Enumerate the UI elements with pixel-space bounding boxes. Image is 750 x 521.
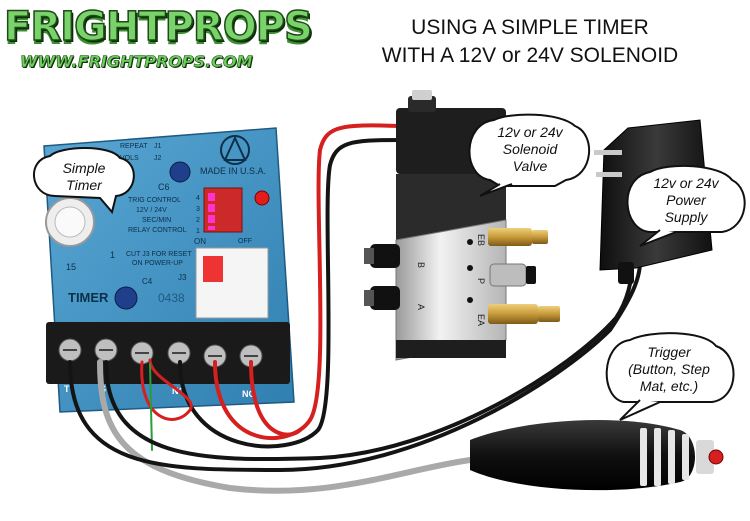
terminal-screws: [58, 338, 263, 368]
capacitor-c4: [114, 286, 138, 310]
valve-label-ea: EA: [476, 314, 486, 326]
trigger-red-button: [708, 449, 724, 465]
muffler-eb: [488, 228, 532, 246]
wire-black-valve: [178, 138, 402, 449]
title-line-2: WITH A 12V or 24V SOLENOID: [381, 44, 679, 67]
plug-prong-1: [594, 150, 622, 155]
label-code: 0438: [158, 291, 185, 305]
terminal-label-nc: NC: [242, 389, 255, 399]
label-dip-2: 2: [196, 217, 200, 224]
callout-timer-text: Simple Timer: [46, 160, 122, 194]
valve-label-b: B: [416, 262, 426, 268]
callout-timer-line-2: Timer: [66, 177, 102, 193]
fitting-a: [370, 286, 400, 310]
fitting-p: [489, 263, 527, 287]
relay-label: [203, 256, 223, 282]
label-cut-j3-1: CUT J3 FOR RESET: [126, 251, 192, 258]
callout-trigger-line-1: Trigger: [647, 344, 691, 360]
trigger-body: [470, 419, 695, 491]
wire-red-power: [249, 360, 302, 437]
label-trig-control: TRIG CONTROL: [128, 197, 181, 204]
label-dip-3: 3: [196, 206, 200, 213]
valve-label-eb: EB: [476, 234, 486, 246]
label-timer: TIMER: [68, 290, 109, 305]
valve-base: [396, 340, 506, 358]
label-on: ON: [194, 237, 206, 246]
label-j1: J1: [154, 143, 162, 150]
callout-power: [626, 164, 746, 247]
logo-brand: FRIGHTPROPS: [3, 3, 313, 51]
trigger-button: [470, 419, 724, 491]
label-voltage: 12V / 24V: [136, 207, 167, 214]
callout-timer: [33, 147, 135, 215]
frightprops-logo: FRIGHTPROPS WWW.FRIGHTPROPS.COM: [3, 3, 313, 84]
label-1: 1: [110, 250, 115, 260]
label-sec-min: SEC/MIN: [142, 217, 171, 224]
label-c4: C4: [142, 277, 153, 286]
muffler-ea: [488, 304, 538, 324]
label-relay-control: RELAY CONTROL: [128, 227, 187, 234]
valve-label-a: A: [416, 304, 426, 310]
label-dip-4: 4: [196, 195, 200, 202]
plug-prong-2: [596, 172, 622, 177]
callout-trigger-line-2: (Button, Step: [628, 361, 710, 377]
diagram-title: USING A SIMPLE TIMER WITH A 12V or 24V S…: [330, 14, 730, 70]
label-dip-1: 1: [196, 228, 200, 235]
label-off: OFF: [238, 238, 252, 245]
callout-valve-line-1: 12v or 24v: [497, 124, 563, 140]
led: [254, 190, 270, 206]
callout-power-line-2: Power: [666, 192, 706, 208]
wire-black-power-2: [104, 262, 634, 462]
label-vols: VOLS: [120, 155, 139, 162]
wire-gray-trigger: [97, 359, 473, 494]
wire-green: [149, 363, 153, 451]
callout-trigger-text: Trigger (Button, Step Mat, etc.): [604, 344, 734, 395]
callout-trigger: [605, 332, 735, 421]
callout-valve: [468, 113, 590, 197]
wires: [68, 123, 642, 494]
label-repeat: REPEAT: [120, 143, 148, 150]
callout-timer-line-1: Simple: [62, 160, 106, 176]
callout-power-line-1: 12v or 24v: [653, 175, 719, 191]
valve-label-p: P: [476, 278, 486, 284]
solenoid-valve: B A EB P EA: [364, 90, 560, 361]
callout-trigger-line-3: Mat, etc.): [639, 378, 699, 394]
callout-valve-line-3: Valve: [512, 158, 548, 174]
label-j3: J3: [178, 273, 187, 282]
fitting-b: [370, 244, 400, 268]
callout-bubbles: [33, 113, 746, 421]
callout-power-line-3: Supply: [664, 209, 708, 225]
title-line-1: USING A SIMPLE TIMER: [411, 16, 649, 39]
callout-power-text: 12v or 24v Power Supply: [632, 175, 740, 226]
valve-body-top: [396, 174, 506, 240]
label-j2: J2: [154, 155, 162, 162]
capacitor-c6: [169, 161, 191, 183]
terminal-label-t: T: [64, 384, 70, 394]
callout-valve-text: 12v or 24v Solenoid Valve: [478, 124, 582, 175]
label-cut-j3-2: ON POWER-UP: [132, 260, 183, 267]
logo-url: WWW.FRIGHTPROPS.COM: [20, 52, 253, 72]
wire-red-jumper: [140, 358, 193, 421]
label-made-in: MADE IN U.S.A.: [200, 166, 266, 176]
callout-valve-line-2: Solenoid: [502, 141, 558, 157]
wire-red-valve: [213, 123, 402, 440]
label-c6: C6: [158, 182, 170, 192]
label-15: 15: [66, 262, 76, 272]
